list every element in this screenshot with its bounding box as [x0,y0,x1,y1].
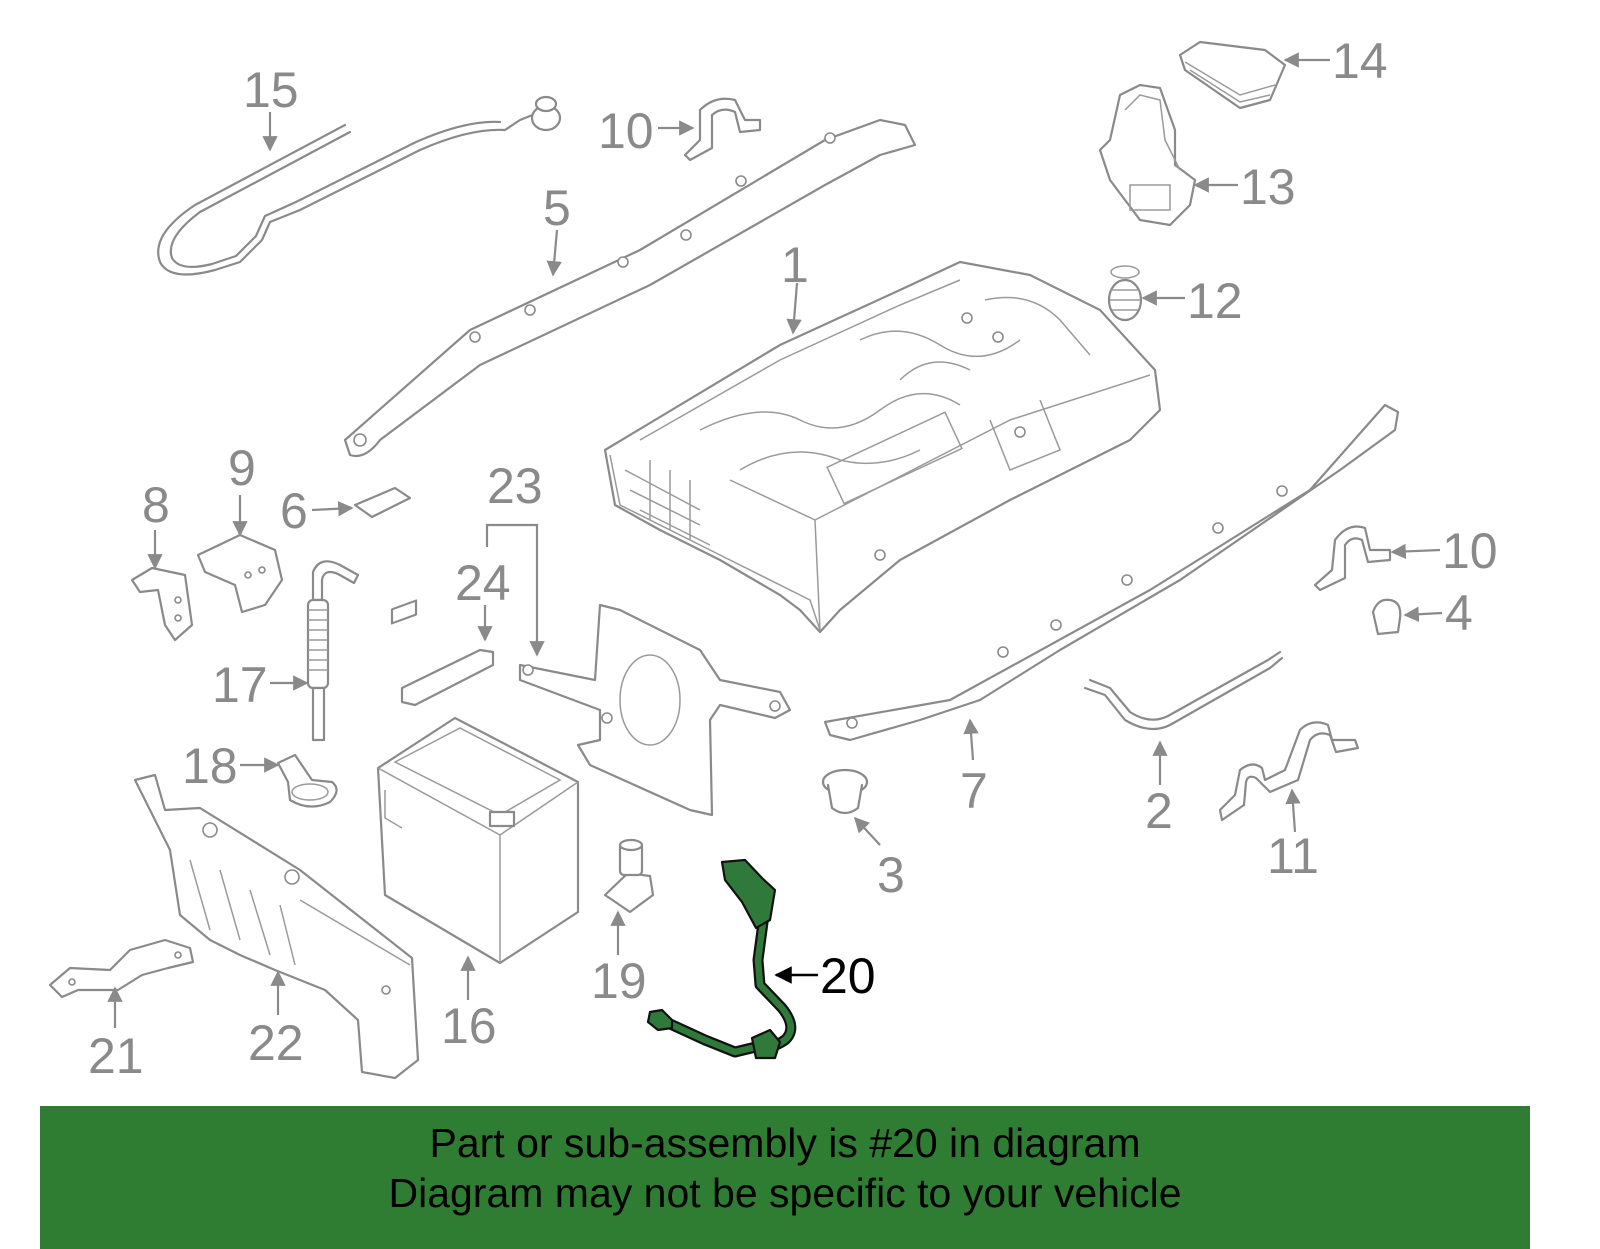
callout-23: 23 [487,458,543,514]
part-8-bracket [130,566,194,642]
banner-line-2: Diagram may not be specific to your vehi… [388,1170,1182,1216]
callout-4: 4 [1445,585,1473,641]
callout-20: 20 [820,948,876,1004]
callout-18: 18 [182,738,238,794]
leader-lines [107,52,1443,1028]
part-14-cover [1178,40,1287,110]
part-1-battery-tray [603,260,1162,634]
part-10-bracket-top [683,97,762,162]
callout-6: 6 [280,483,308,539]
part-19-sensor [603,838,655,914]
part-10-bracket-right [1313,525,1392,592]
callout-5: 5 [543,180,571,236]
part-11-bracket [1218,721,1360,822]
banner-line-1: Part or sub-assembly is #20 in diagram [429,1120,1141,1166]
part-18-vent [276,753,338,808]
callout-17: 17 [212,657,268,713]
part-21-bracket [48,938,195,999]
part-24-pad [400,648,495,707]
part-5-rail [343,118,917,458]
part-6-clip [353,486,412,519]
part-9-bracket [196,533,284,614]
callout-12: 12 [1187,273,1243,329]
callout-16: 16 [441,998,497,1054]
part-20-cable-highlighted [646,858,797,1060]
info-banner: Part or sub-assembly is #20 in diagram D… [40,1106,1530,1249]
callout-7: 7 [960,763,988,819]
callout-10-right: 10 [1442,523,1498,579]
part-17-hose [306,560,360,742]
callout-19: 19 [591,953,647,1009]
part-15-tube [157,95,562,276]
callout-13: 13 [1240,159,1296,215]
callout-11: 11 [1267,828,1319,884]
callout-14: 14 [1332,33,1388,89]
part-7-rail [823,403,1400,742]
callout-8: 8 [142,477,170,533]
callout-1: 1 [781,237,809,293]
callout-22: 22 [248,1015,304,1071]
callout-3: 3 [877,847,905,903]
part-12-bumper [1107,265,1143,322]
part-4-nut [1371,598,1402,636]
part-23-bracket [518,603,792,817]
part-3-grommet [821,768,869,815]
callout-24: 24 [455,555,511,611]
callout-labels: 1 2 3 4 5 6 7 8 9 10 10 11 12 13 14 15 1… [88,33,1498,1084]
callout-21: 21 [88,1028,144,1084]
callout-2: 2 [1145,783,1173,839]
part-2-strap [1083,650,1284,731]
part-22-tray [133,773,420,1080]
callout-10-top: 10 [598,103,654,159]
part-16-battery [376,599,580,965]
callout-9: 9 [228,440,256,496]
part-13-module [1098,83,1197,227]
callout-15: 15 [243,62,299,118]
